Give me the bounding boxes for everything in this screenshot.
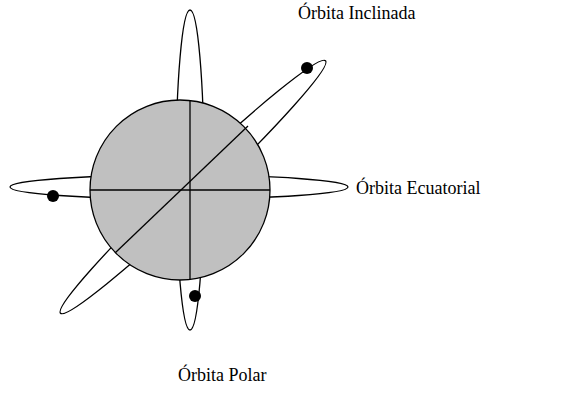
- orbit-label: Órbita Polar: [178, 364, 266, 386]
- inclined-orbit: [50, 50, 336, 324]
- satellite-dot: [301, 62, 313, 74]
- orbit-label: Órbita Ecuatorial: [356, 177, 480, 199]
- inclined-orbit-front: [115, 126, 248, 253]
- satellite-dot: [47, 190, 59, 202]
- earth-globe: [90, 100, 270, 280]
- orbit-label: Órbita Inclinada: [298, 2, 415, 24]
- satellite-dot: [189, 290, 201, 302]
